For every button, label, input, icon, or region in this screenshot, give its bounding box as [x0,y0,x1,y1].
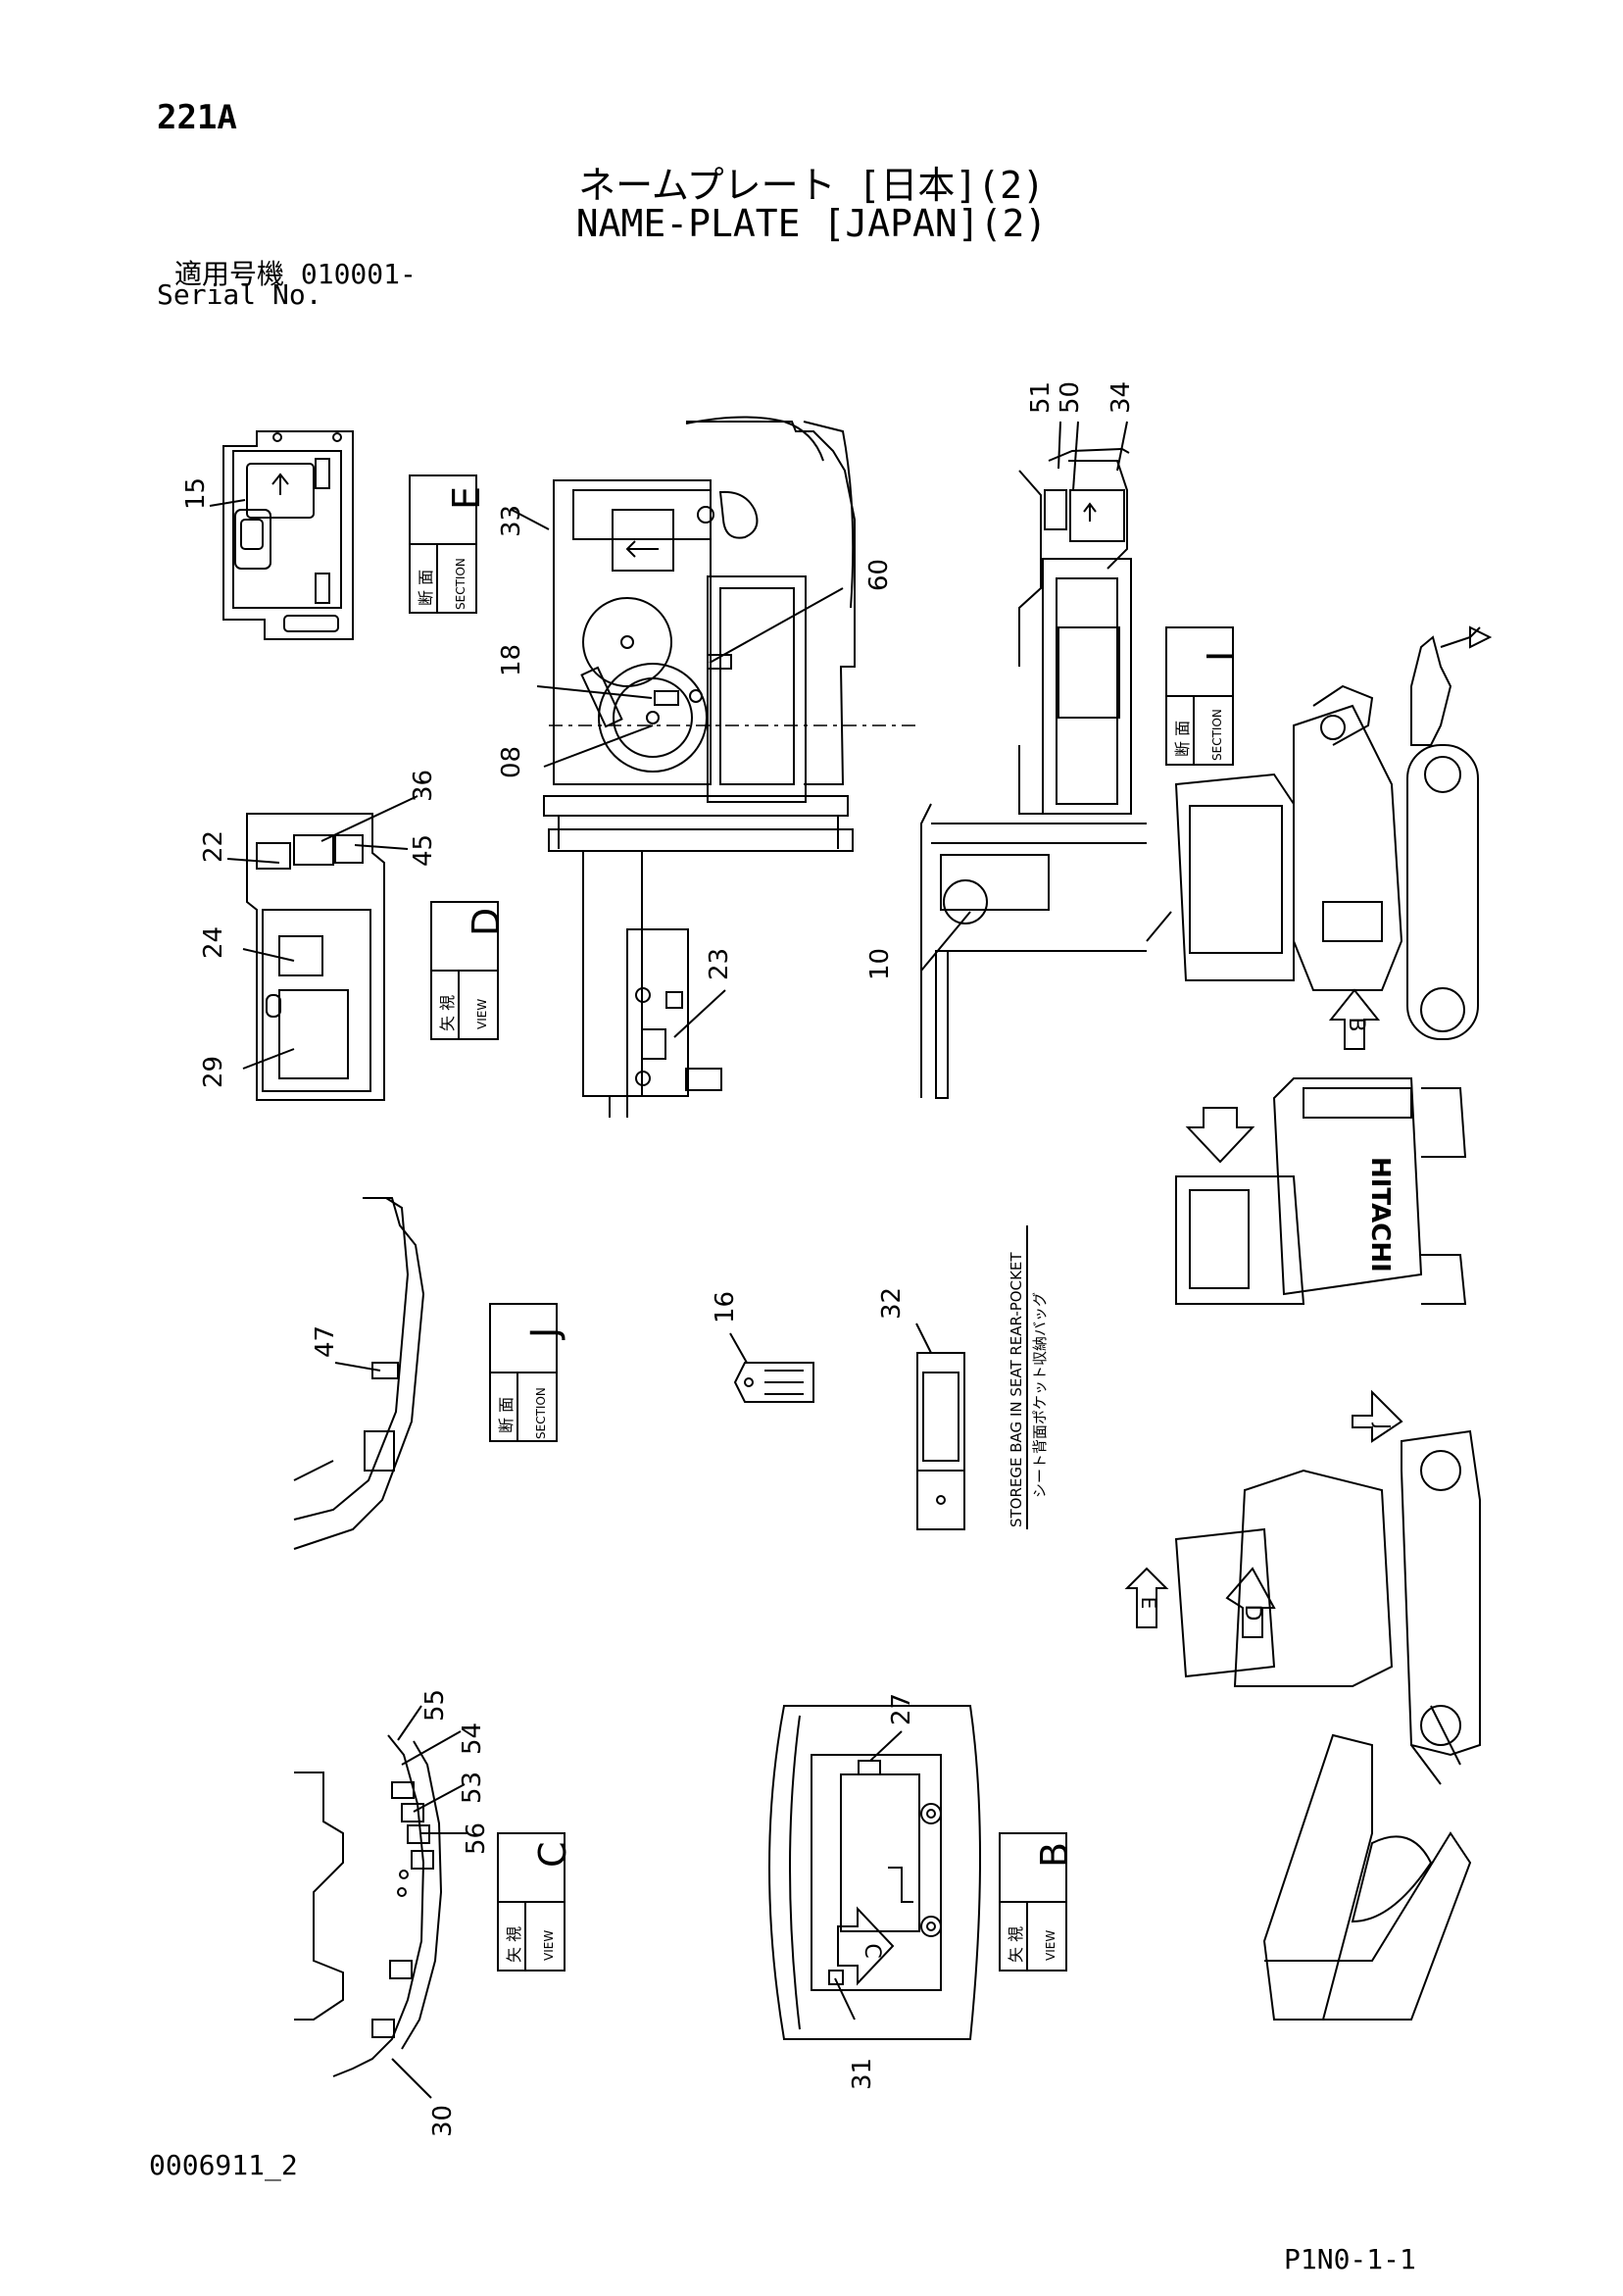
callout-15: 15 [181,477,211,510]
svg-text:SECTION: SECTION [1210,709,1224,761]
callout-34: 34 [1107,381,1136,414]
view-arrow-b: B [1328,988,1381,1050]
callout-10: 10 [865,948,895,980]
page-code: 221A [157,98,237,137]
svg-text:E: E [445,486,488,510]
drawing-code: 0006911_2 [149,2149,298,2181]
section-label-d: D 矢 視 VIEW [430,901,508,1040]
callout-45: 45 [409,834,438,867]
storage-bag-label-jp: シート背面ポケット収納バッグ [1031,1292,1049,1498]
section-label-i: I 断 面 SECTION [1165,626,1243,766]
svg-text:I: I [1200,651,1243,662]
view-arrow-d-top [1185,1107,1255,1164]
section-label-b: B 矢 視 VIEW [999,1832,1076,1972]
svg-text:E: E [1137,1597,1160,1610]
svg-text:SECTION: SECTION [534,1387,548,1439]
callout-50: 50 [1056,381,1085,414]
callout-30: 30 [428,2105,458,2137]
callout-09: 09 [861,559,891,591]
view-arrow-d-iso: D [1225,1567,1276,1638]
page-title-english: NAME-PLATE [JAPAN](2) [575,202,1048,245]
callout-08: 08 [497,746,526,778]
callout-24: 24 [199,926,228,959]
panel-section-j [293,1197,425,1550]
svg-text:C: C [531,1841,574,1868]
callout-36: 36 [409,770,438,802]
svg-text:矢 視: 矢 視 [1007,1926,1025,1963]
svg-text:断 面: 断 面 [1173,721,1192,757]
callout-55: 55 [420,1689,450,1722]
callout-47: 47 [311,1325,340,1358]
svg-text:VIEW: VIEW [475,999,489,1029]
callout-54: 54 [458,1722,487,1755]
svg-text:B: B [1344,1017,1368,1031]
callout-32: 32 [877,1287,907,1320]
section-label-j: J 断 面 SECTION [489,1303,566,1442]
svg-text:SECTION: SECTION [454,558,467,610]
svg-text:D: D [465,908,508,936]
callout-51: 51 [1026,381,1056,414]
excavator-iso-view [1174,1429,1481,2021]
svg-text:VIEW: VIEW [1044,1930,1057,1961]
serial-label-english: Serial No. [157,278,322,311]
storage-bag-label-en: STOREGE BAG IN SEAT REAR-POCKET [1008,1252,1025,1527]
view-arrow-j: J [1352,1389,1403,1443]
panel-view-c [294,1705,468,2099]
callout-29: 29 [199,1056,228,1088]
svg-text:矢 視: 矢 視 [438,995,457,1031]
tag-16 [729,1332,814,1403]
engine-side-view [511,416,921,1118]
callout-31: 31 [848,2058,877,2090]
callout-23: 23 [705,948,734,980]
panel-view-d [226,795,418,1101]
section-label-e: E 断 面 SECTION [409,474,488,614]
page-title-japanese: ネームプレート [日本](2) [578,164,1045,207]
svg-text:J: J [1371,1422,1395,1429]
view-arrow-c: C [860,1943,884,1958]
callout-33: 33 [497,505,526,537]
callout-56: 56 [462,1822,491,1855]
view-arrow-e: E [1124,1567,1169,1628]
storage-bag-32 [915,1323,965,1530]
svg-text:J: J [523,1327,566,1340]
page-reference: P1N0-1-1 [1284,2243,1416,2275]
svg-text:D: D [1240,1605,1264,1622]
callout-27: 27 [887,1693,916,1725]
svg-text:断 面: 断 面 [417,570,435,606]
brand-logo: HITACHI [1365,1157,1395,1273]
serial-label-japanese: 適用号機 010001- [174,258,417,290]
callout-22: 22 [199,830,228,863]
excavator-side-view [1146,625,1493,1040]
svg-text:B: B [1033,1842,1076,1868]
callout-18: 18 [497,644,526,676]
panel-view-b: C [768,1705,981,2040]
svg-text:矢 視: 矢 視 [505,1926,523,1963]
panel-section-e [209,430,354,640]
svg-text:VIEW: VIEW [542,1930,556,1961]
machine-rear-view [920,421,1147,1099]
callout-53: 53 [458,1772,487,1804]
svg-text:断 面: 断 面 [497,1397,516,1433]
callout-16: 16 [711,1291,740,1323]
excavator-top-view: HITACHI [1175,1077,1467,1305]
section-label-c: C 矢 視 VIEW [497,1832,574,1972]
